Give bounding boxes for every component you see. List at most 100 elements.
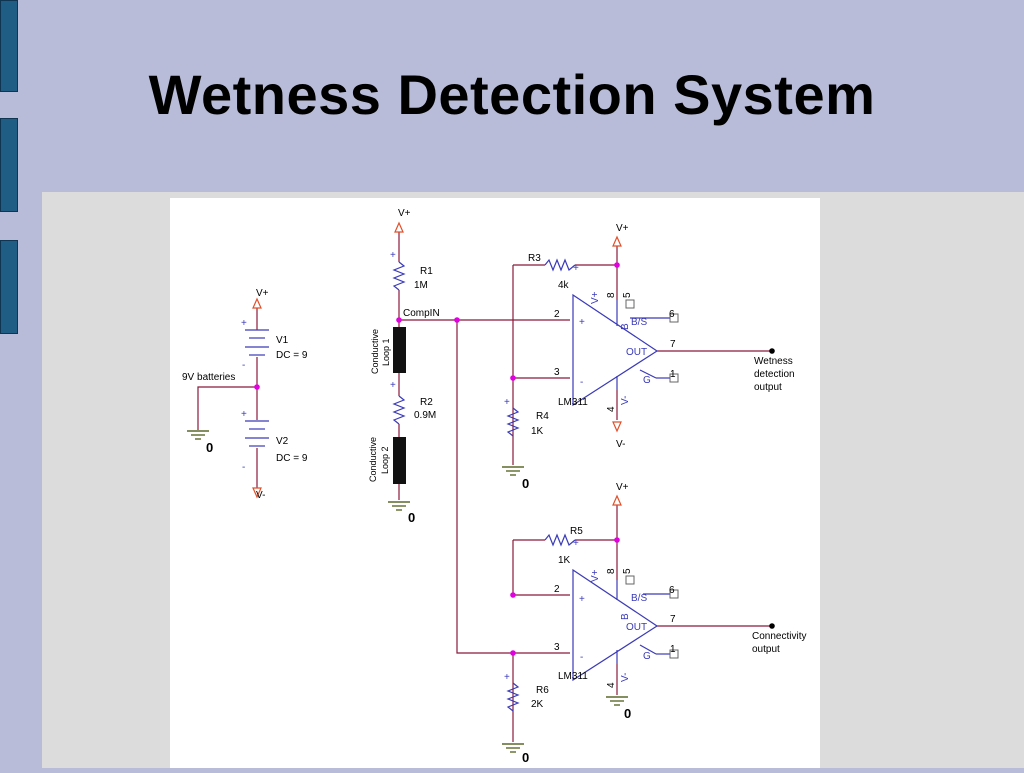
batteries-label: 9V batteries (182, 372, 235, 383)
r4-label: R4 (536, 411, 549, 422)
out-label: OUT (626, 622, 647, 633)
r3-value: 4k (558, 280, 570, 291)
vplus-symbol-comp1 (612, 236, 622, 247)
v1-label: V1 (276, 335, 289, 346)
pin-5: 5 (622, 292, 633, 298)
chip-label: LM311 (558, 397, 588, 408)
zero-label: 0 (408, 510, 415, 525)
plus-input: + (579, 317, 585, 328)
vminus-pin-label: V- (620, 396, 631, 405)
connectivity-output-label-a: Connectivity (752, 631, 806, 642)
pin-6: 6 (669, 309, 675, 320)
r3-label: R3 (528, 253, 541, 264)
vplus-label-r1: V+ (398, 208, 411, 219)
plus-sign: + (390, 250, 396, 261)
zero-label: 0 (206, 440, 213, 455)
pin-4: 4 (606, 406, 617, 412)
g-label: G (643, 375, 651, 386)
pin-8: 8 (606, 568, 617, 574)
pin-3: 3 (554, 642, 560, 653)
minus-sign: - (242, 360, 245, 371)
compin-label: CompIN (403, 308, 440, 319)
loop1-label-a: Conductive (370, 329, 380, 374)
zero-label: 0 (522, 750, 529, 765)
bs-label: B/S (631, 593, 647, 604)
side-tab-3 (0, 240, 18, 334)
loop2-label-b: Loop 2 (380, 446, 390, 474)
pin-6: 6 (669, 585, 675, 596)
slide-title: Wetness Detection System (148, 63, 876, 126)
r5-label: R5 (570, 526, 583, 537)
r6-label: R6 (536, 685, 549, 696)
plus-sign: + (573, 263, 579, 274)
vplus-symbol-r1 (394, 222, 404, 233)
plus-sign: + (241, 409, 247, 420)
plus-input: + (579, 594, 585, 605)
vplus-symbol-comp2 (612, 495, 622, 506)
vplus-label-comp1: V+ (616, 223, 629, 234)
pin-1: 1 (670, 644, 676, 655)
pin-4: 4 (606, 682, 617, 688)
pin-1: 1 (670, 369, 676, 380)
circuit-schematic: V+ + V1 DC = 9 - 9V batteries + V2 DC = … (170, 198, 820, 768)
pin-8: 8 (606, 292, 617, 298)
vplus-label-comp2: V+ (616, 482, 629, 493)
vminus-label-batt: V- (256, 490, 265, 501)
conductive-loop-1 (393, 327, 406, 373)
v2-value: DC = 9 (276, 453, 308, 464)
minus-sign: - (242, 462, 245, 473)
minus-input: - (580, 377, 583, 388)
ground-icon-comp2 (605, 696, 629, 706)
vminus-pin-label: V- (620, 673, 631, 682)
vplus-pin-label: V+ (590, 291, 601, 304)
v2-label: V2 (276, 436, 289, 447)
r6-value: 2K (531, 699, 544, 710)
plus-sign: + (573, 538, 579, 549)
wires (197, 232, 772, 742)
pin-5: 5 (622, 568, 633, 574)
connectivity-output-label-b: output (752, 644, 780, 655)
pin-7: 7 (670, 614, 676, 625)
g-label: G (643, 651, 651, 662)
ground-icon-r2 (387, 501, 411, 511)
b-pin-label: B (620, 613, 631, 620)
loop1-label-b: Loop 1 (381, 338, 391, 366)
loop2-label-a: Conductive (368, 437, 378, 482)
chip-label: LM311 (558, 671, 588, 682)
pin-7: 7 (670, 339, 676, 350)
wetness-output-terminal (769, 348, 775, 354)
plus-sign: + (390, 380, 396, 391)
ground-icon-r4 (501, 466, 525, 476)
ground-icon-batt (186, 430, 210, 440)
b-pin-label: B (620, 323, 631, 330)
wetness-output-label-a: Wetness (754, 356, 793, 367)
pin-3: 3 (554, 367, 560, 378)
side-tab-2 (0, 118, 18, 212)
r2-label: R2 (420, 397, 433, 408)
v1-value: DC = 9 (276, 350, 308, 361)
minus-input: - (580, 652, 583, 663)
zero-label: 0 (522, 476, 529, 491)
wetness-output-label-b: detection (754, 369, 795, 380)
bs-label: B/S (631, 317, 647, 328)
conductive-loop-2 (393, 437, 406, 484)
r5-value: 1K (558, 555, 571, 566)
plus-sign: + (241, 318, 247, 329)
wetness-output-label-c: output (754, 382, 782, 393)
r1-value: 1M (414, 280, 428, 291)
pin-2: 2 (554, 309, 560, 320)
out-label: OUT (626, 347, 647, 358)
r1-label: R1 (420, 266, 433, 277)
r2-value: 0.9M (414, 410, 436, 421)
components (245, 258, 670, 712)
vminus-symbol-comp1 (612, 421, 622, 432)
vminus-label-comp1: V- (616, 439, 625, 450)
vplus-pin-label: V+ (590, 569, 601, 582)
plus-sign: + (504, 397, 510, 408)
ground-icon-r6 (501, 743, 525, 753)
plus-sign: + (504, 672, 510, 683)
pin-2: 2 (554, 584, 560, 595)
vplus-symbol-batt (252, 298, 262, 309)
zero-label: 0 (624, 706, 631, 721)
r4-value: 1K (531, 426, 544, 437)
